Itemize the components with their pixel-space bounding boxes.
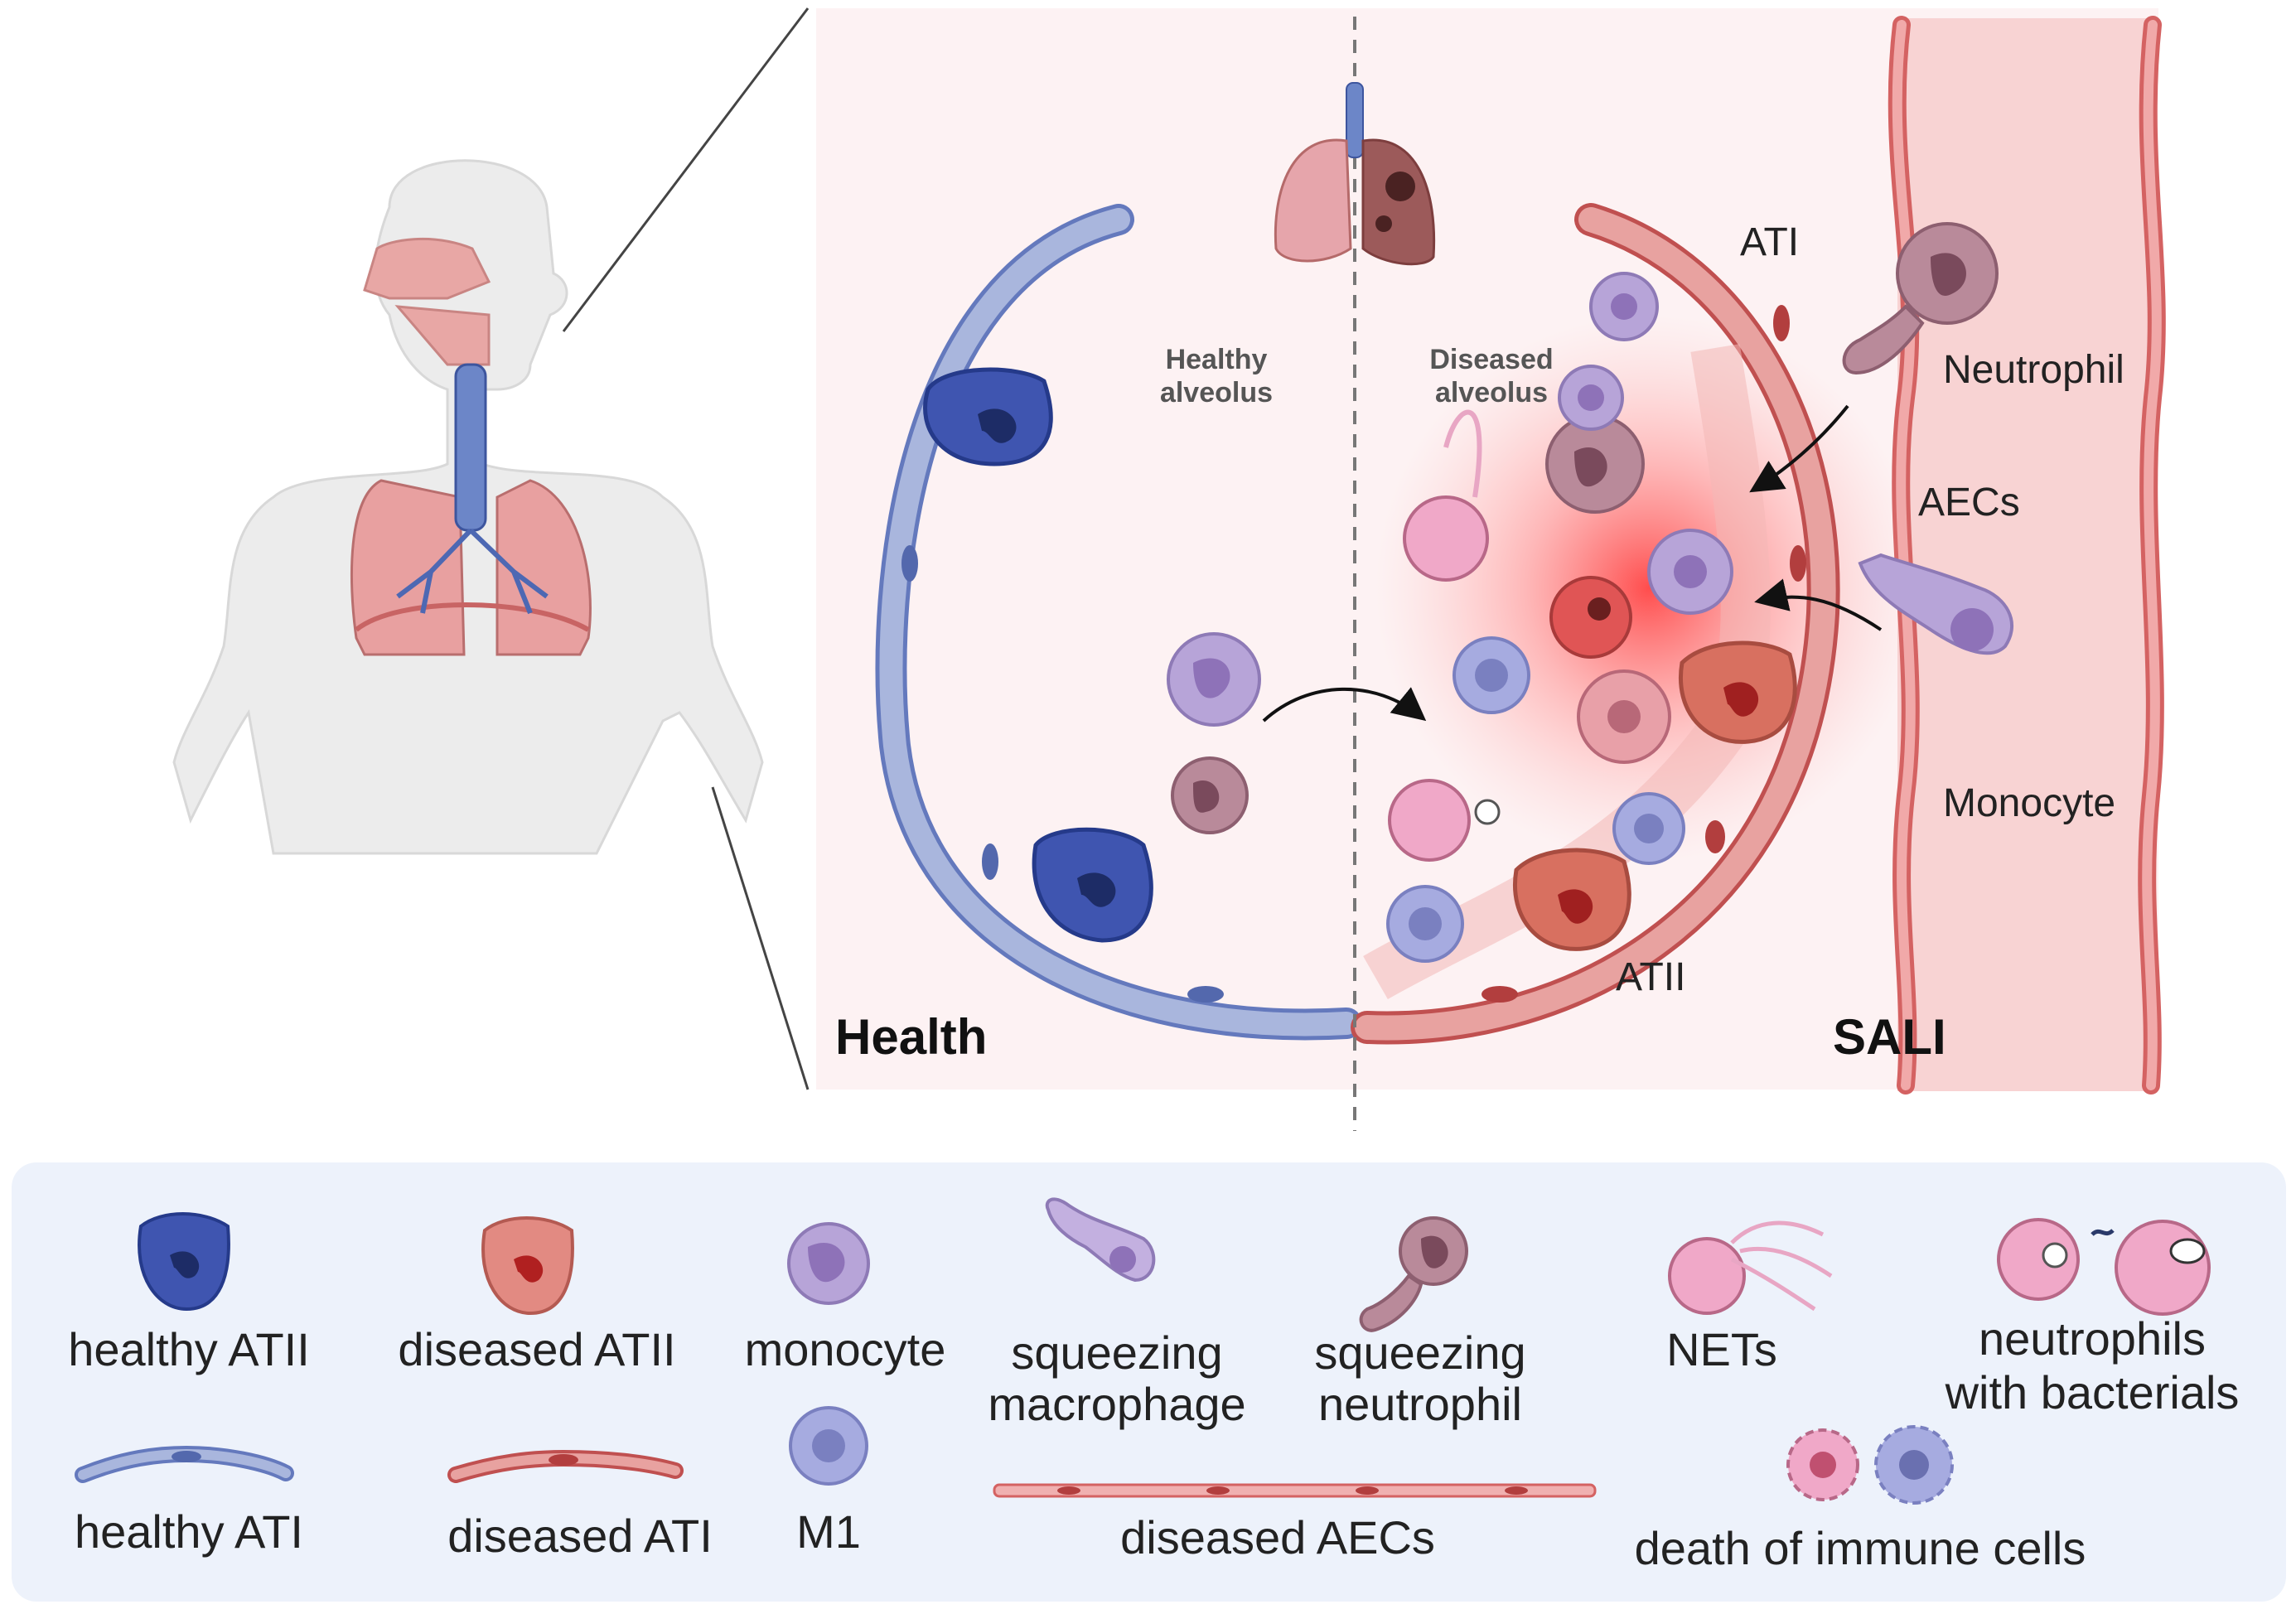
ati-label: ATI bbox=[1740, 220, 1799, 264]
legend-m1: M1 bbox=[796, 1505, 861, 1558]
neutrophil-label: Neutrophil bbox=[1943, 348, 2124, 392]
diseased-alveolus-label-1: Diseased bbox=[1429, 344, 1553, 375]
legend-death-immune-cells-icon bbox=[1786, 1425, 1954, 1505]
monocyte-nucleus bbox=[1193, 658, 1230, 698]
monocyte-label: Monocyte bbox=[1943, 781, 2115, 825]
legend-neutrophils-bacterials-icon bbox=[1997, 1218, 2211, 1316]
legend-healthy-ati: healthy ATI bbox=[75, 1505, 303, 1558]
sali-label: SALI bbox=[1833, 1009, 1946, 1065]
legend-death-immune-cells: death of immune cells bbox=[1635, 1522, 2086, 1574]
legend-diseased-atii-icon bbox=[481, 1216, 574, 1316]
diseased-atii-cell-lower bbox=[1513, 848, 1631, 951]
aecs-label: AECs bbox=[1918, 481, 2020, 524]
healthy-alveolus-membrane bbox=[875, 204, 1362, 1041]
blood-vessel bbox=[1897, 18, 2154, 1091]
neutrophil-infiltration-arrow bbox=[1749, 404, 1849, 493]
monocyte-infiltration-arrow bbox=[1754, 578, 1883, 631]
healthy-atii-cell-bottom bbox=[1032, 827, 1153, 943]
legend-diseased-ati: diseased ATI bbox=[447, 1510, 713, 1562]
legend-healthy-atii-icon bbox=[138, 1212, 230, 1312]
legend-diseased-aecs-icon bbox=[993, 1483, 1597, 1498]
diseased-atii-cell-upper bbox=[1679, 640, 1797, 744]
legend-healthy-ati-icon bbox=[75, 1445, 294, 1483]
legend-squeezing-macrophage-icon bbox=[1045, 1197, 1156, 1283]
lungs-icon bbox=[1274, 82, 1436, 266]
atii-label: ATII bbox=[1616, 955, 1685, 999]
legend-m1-icon bbox=[789, 1406, 868, 1486]
squeezing-neutrophil-vessel bbox=[1842, 222, 1999, 375]
migration-arrow bbox=[1262, 687, 1427, 722]
legend-diseased-ati-icon bbox=[447, 1449, 684, 1483]
legend-healthy-atii: healthy ATII bbox=[68, 1323, 310, 1375]
legend-diseased-atii: diseased ATII bbox=[398, 1323, 675, 1375]
human-body-illustration bbox=[172, 159, 764, 855]
legend-squeezing-macrophage-1: squeezing bbox=[1011, 1326, 1222, 1379]
healthy-alveolus-label-1: Healthy bbox=[1166, 344, 1268, 375]
diseased-cells-cluster bbox=[1386, 272, 1733, 963]
legend-monocyte: monocyte bbox=[745, 1323, 946, 1375]
zoom-line-top bbox=[562, 7, 810, 332]
legend-diseased-aecs: diseased AECs bbox=[1120, 1511, 1435, 1563]
healthy-alveolus-label-2: alveolus bbox=[1160, 377, 1273, 408]
diseased-alveolus-label-2: alveolus bbox=[1435, 377, 1548, 408]
legend-monocyte-icon bbox=[787, 1222, 870, 1305]
neutrophil-nucleus bbox=[1193, 780, 1220, 813]
legend-squeezing-neutrophil-icon bbox=[1359, 1216, 1468, 1332]
legend-squeezing-neutrophil-1: squeezing bbox=[1314, 1326, 1525, 1379]
legend-squeezing-macrophage-2: macrophage bbox=[988, 1378, 1245, 1430]
vessel-right-wall bbox=[2138, 16, 2166, 1095]
legend-nets: NETs bbox=[1666, 1323, 1777, 1375]
zoom-line-bottom bbox=[711, 786, 810, 1090]
legend-neutrophils-bacterials-1: neutrophils bbox=[1979, 1312, 2206, 1365]
health-label: Health bbox=[835, 1009, 987, 1065]
legend-nets-icon bbox=[1668, 1220, 1833, 1315]
squeezing-monocyte-vessel bbox=[1858, 553, 2014, 655]
legend-squeezing-neutrophil-2: neutrophil bbox=[1318, 1378, 1522, 1430]
healthy-atii-cell-top bbox=[923, 367, 1053, 466]
legend-neutrophils-bacterials-2: with bacterials bbox=[1945, 1366, 2240, 1418]
